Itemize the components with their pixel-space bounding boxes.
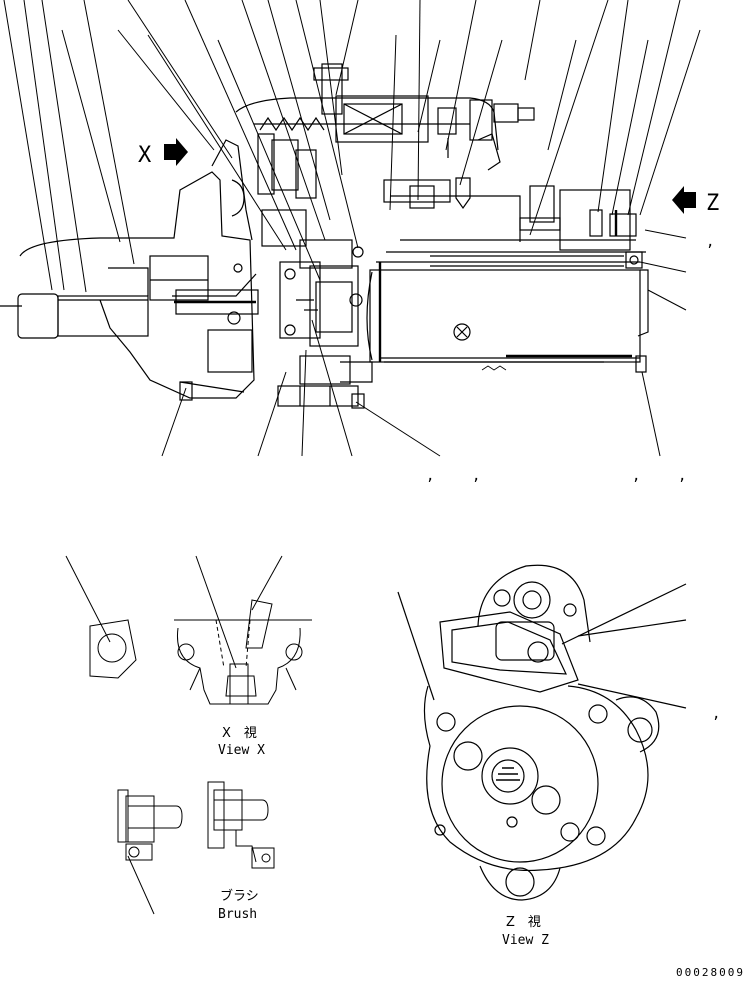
- arrow-z-label: Z: [706, 191, 719, 216]
- view-z-label-jp: Z 視: [506, 915, 541, 930]
- comma-3: ,: [472, 468, 480, 484]
- view-z-drawing: [397, 564, 687, 901]
- brush-label-jp: ブラシ: [220, 888, 259, 904]
- comma-4: ,: [632, 468, 640, 484]
- brush-detail-left: [117, 789, 183, 915]
- arrow-z-icon: [672, 186, 696, 214]
- view-x-drawing: [174, 555, 312, 705]
- comma-2: ,: [426, 468, 434, 484]
- comma-6: ,: [712, 706, 720, 722]
- leader-lines-bottom: [161, 319, 661, 457]
- leader-lines-right: [639, 229, 687, 311]
- detail-bracket: [65, 555, 137, 679]
- view-x-label-jp: X 視: [222, 726, 257, 741]
- diagram-labels: X Z , , , , , , X 視 View X ブラシ Brush Z 視…: [138, 143, 745, 979]
- comma-5: ,: [678, 468, 686, 484]
- highlight-strokes: [174, 210, 632, 362]
- view-z-label-en: View Z: [502, 933, 549, 948]
- starter-main-body: [0, 63, 649, 409]
- comma-1: ,: [706, 234, 714, 250]
- arrow-x-label: X: [138, 143, 152, 168]
- brush-label-en: Brush: [218, 907, 257, 922]
- view-x-label-en: View X: [218, 743, 265, 758]
- arrow-x-icon: [164, 138, 188, 166]
- drawing-number: 00028009: [676, 966, 745, 979]
- brush-detail-right: [207, 781, 275, 869]
